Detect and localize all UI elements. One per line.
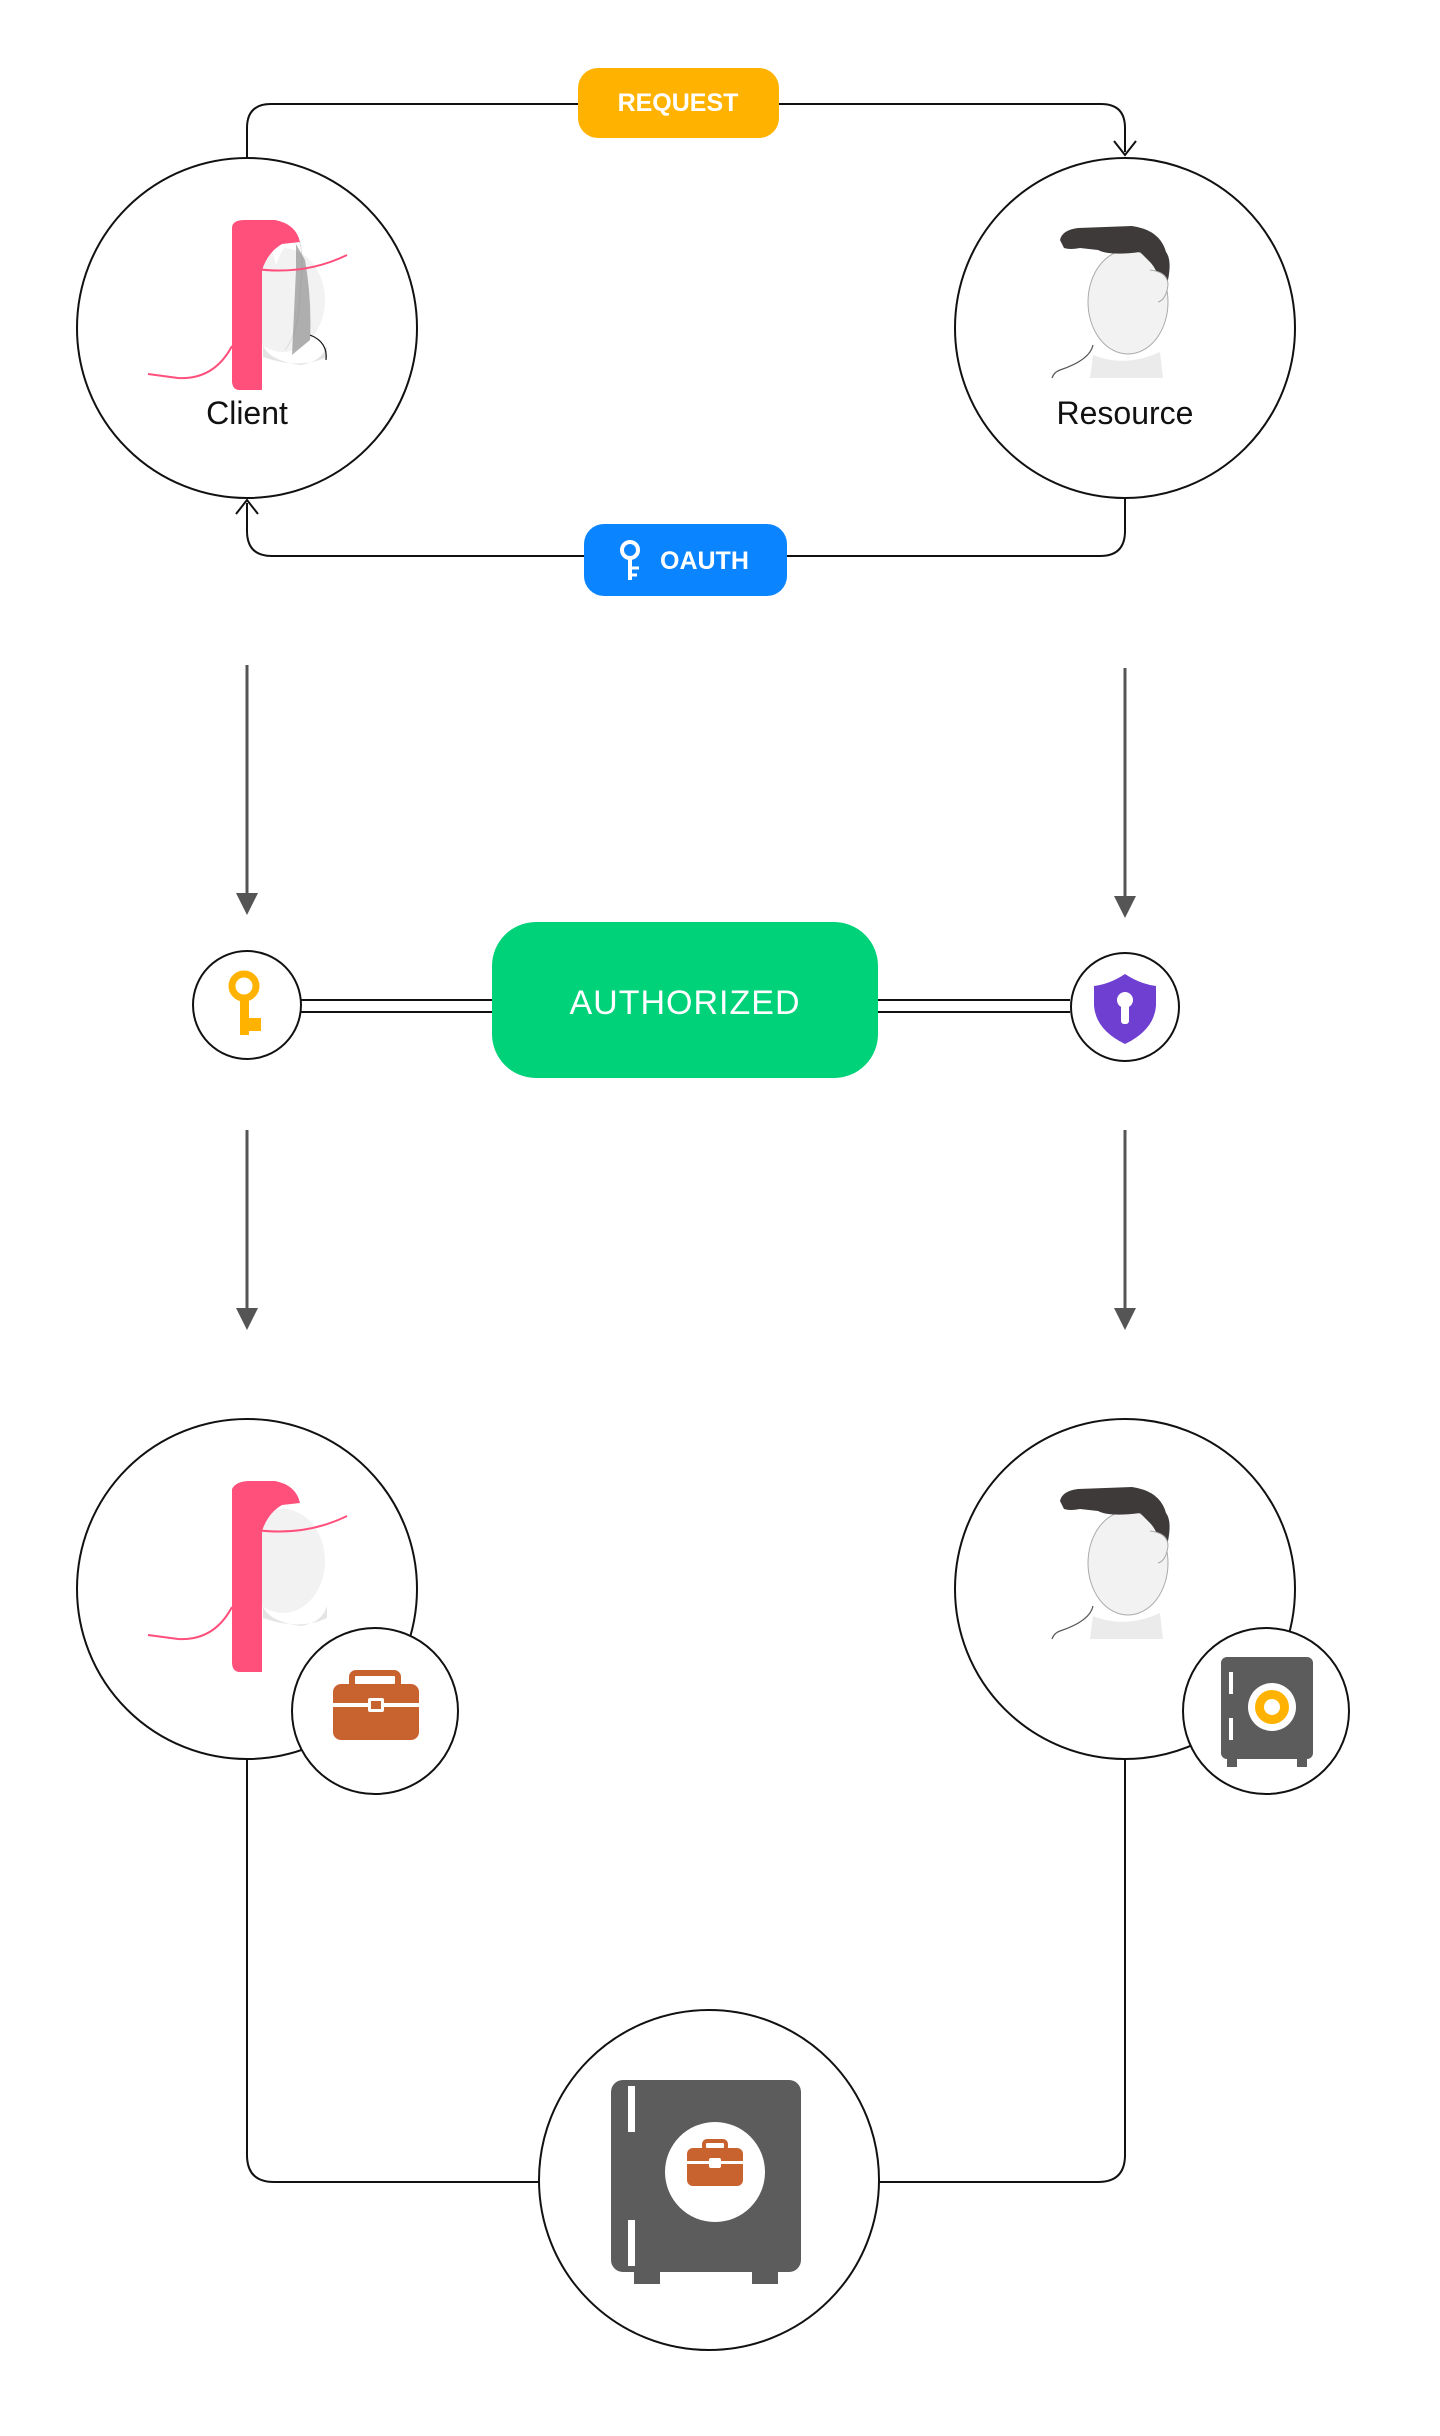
resource-node: Resource [954,157,1296,499]
request-arrowhead [1113,140,1137,157]
safe-with-briefcase-icon [611,2080,801,2284]
briefcase-icon [333,1670,419,1740]
authorized-pill: AUTHORIZED [492,922,878,1078]
shield-node [1070,952,1180,1062]
client-down-arrow-2 [236,1130,258,1330]
resource-down-arrow-2 [1114,1130,1136,1330]
key-node [192,950,302,1060]
resource-avatar-icon [1051,1487,1170,1640]
oauth-key-icon [620,540,640,580]
client-briefcase-badge [291,1627,459,1795]
oauth-label: OAUTH [660,547,749,575]
resource-avatar-icon [1051,226,1170,379]
oauth-arrowhead [235,498,259,515]
oauth-pill: OAUTH [584,524,787,596]
vault-node [538,2009,880,2351]
authorized-link-left [301,999,492,1013]
client-avatar-icon [147,1481,348,1672]
request-label: REQUEST [618,89,739,117]
client-label: Client [206,395,288,431]
shield-lock-icon [1094,974,1156,1044]
authorized-label: AUTHORIZED [570,984,801,1022]
client-down-arrow-1 [236,665,258,915]
resource-safe-badge [1182,1627,1350,1795]
key-icon [228,970,261,1035]
safe-icon [1221,1657,1313,1767]
client-node: Client [76,157,418,499]
resource-label: Resource [1057,395,1194,431]
authorized-link-right [876,999,1070,1013]
request-pill: REQUEST [578,68,779,138]
resource-to-vault-connector [878,1758,1126,2183]
client-to-vault-connector [246,1758,540,2183]
client-avatar-icon [147,220,348,390]
resource-down-arrow-1 [1114,668,1136,918]
